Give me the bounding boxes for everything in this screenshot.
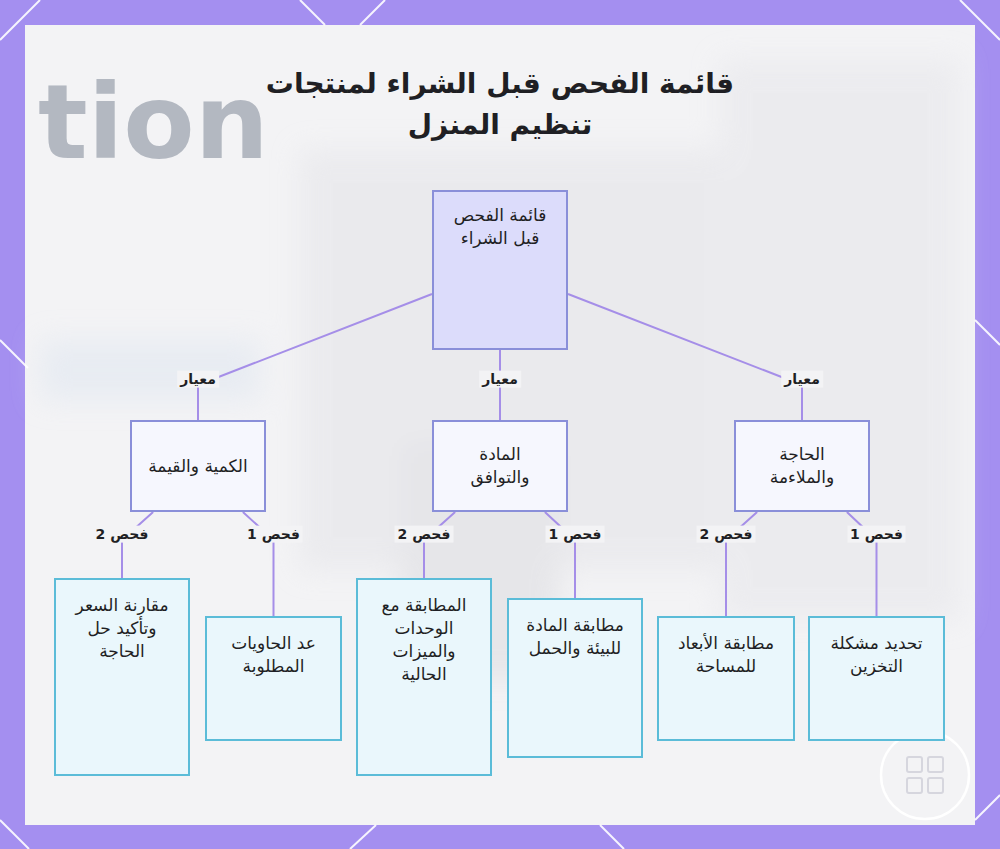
check-box: عد الحاويات المطلوبة bbox=[205, 616, 342, 741]
check-box: تحديد مشكلة التخزين bbox=[808, 616, 945, 741]
node-text: المادة والتوافق bbox=[450, 443, 550, 489]
diagram-title: قائمة الفحص قبل الشراء لمنتجات تنظيم الم… bbox=[255, 64, 745, 145]
logo-badge bbox=[881, 731, 969, 819]
node-text: مطابقة المادة للبيئة والحمل bbox=[525, 614, 625, 660]
node-text: تحديد مشكلة التخزين bbox=[826, 632, 927, 678]
edge-label: فحص 1 bbox=[546, 526, 605, 543]
connector bbox=[424, 512, 455, 578]
check-box: مقارنة السعر وتأكيد حل الحاجة bbox=[54, 578, 190, 776]
criterion-box: الحاجة والملاءمة bbox=[734, 420, 870, 512]
connector bbox=[568, 294, 802, 420]
edge-label: معيار bbox=[781, 371, 823, 388]
criterion-box: المادة والتوافق bbox=[432, 420, 568, 512]
root-box: قائمة الفحص قبل الشراء bbox=[432, 190, 568, 350]
check-box: المطابقة مع الوحدات والميزات الحالية bbox=[356, 578, 492, 776]
connector bbox=[198, 294, 432, 420]
connector bbox=[122, 512, 153, 578]
node-text: الحاجة والملاءمة bbox=[752, 443, 852, 489]
edge-label: فحص 1 bbox=[244, 526, 303, 543]
criterion-box: الكمية والقيمة bbox=[130, 420, 266, 512]
check-box: مطابقة الأبعاد للمساحة bbox=[657, 616, 795, 741]
node-text: عد الحاويات المطلوبة bbox=[223, 632, 324, 678]
node-text: قائمة الفحص قبل الشراء bbox=[450, 204, 550, 250]
check-box: مطابقة المادة للبيئة والحمل bbox=[507, 598, 643, 758]
node-text: مقارنة السعر وتأكيد حل الحاجة bbox=[72, 594, 172, 663]
panel bbox=[25, 25, 975, 825]
node-text: الكمية والقيمة bbox=[148, 455, 248, 478]
edge-label: فحص 2 bbox=[697, 526, 756, 543]
node-text: مطابقة الأبعاد للمساحة bbox=[675, 632, 777, 678]
edge-label: معيار bbox=[479, 371, 521, 388]
edge-label: فحص 2 bbox=[395, 526, 454, 543]
node-text: المطابقة مع الوحدات والميزات الحالية bbox=[374, 594, 474, 686]
edge-label: معيار bbox=[177, 371, 219, 388]
edge-label: فحص 1 bbox=[847, 526, 906, 543]
edge-label: فحص 2 bbox=[93, 526, 152, 543]
watermark-text: tion bbox=[38, 70, 269, 174]
